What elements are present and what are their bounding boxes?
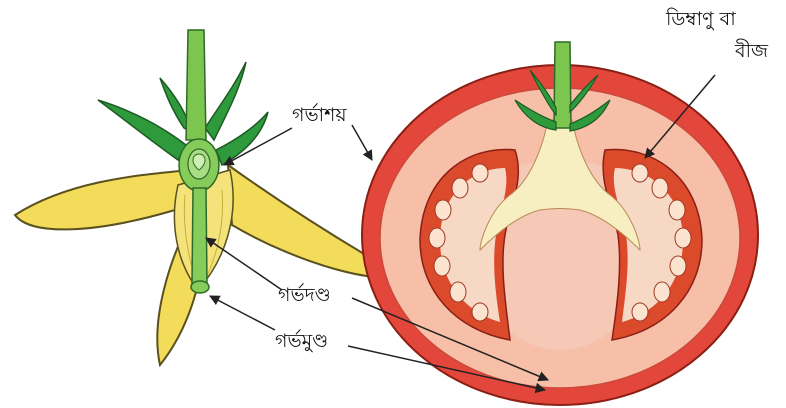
seed <box>434 256 450 276</box>
seed <box>435 200 451 220</box>
seed <box>452 178 468 198</box>
petal-left <box>15 170 190 229</box>
label-style: গর্ভদণ্ড <box>278 286 331 305</box>
seed <box>472 303 488 321</box>
label-ovule-line1: ডিম্বাণু বা <box>666 10 736 29</box>
label-ovary: গর্ভাশয় <box>292 106 347 125</box>
seed <box>632 303 648 321</box>
pedicel <box>186 30 206 140</box>
leader-ovary-tomato <box>352 125 372 160</box>
seed <box>670 256 686 276</box>
stigma-shape <box>191 281 209 293</box>
label-stigma: গর্ভমুণ্ড <box>275 332 328 351</box>
label-ovule-line2: বীজ <box>735 42 768 61</box>
seed <box>632 164 648 182</box>
leader-stigma-flower <box>210 296 275 330</box>
style-shape <box>192 188 207 285</box>
seed <box>472 164 488 182</box>
seed <box>429 228 445 248</box>
seed <box>652 178 668 198</box>
seed <box>654 282 670 302</box>
sepal-upper <box>205 62 246 140</box>
seed <box>450 282 466 302</box>
seed <box>675 228 691 248</box>
tomato-illustration <box>362 42 758 405</box>
seed <box>669 200 685 220</box>
flower-illustration <box>15 30 400 365</box>
